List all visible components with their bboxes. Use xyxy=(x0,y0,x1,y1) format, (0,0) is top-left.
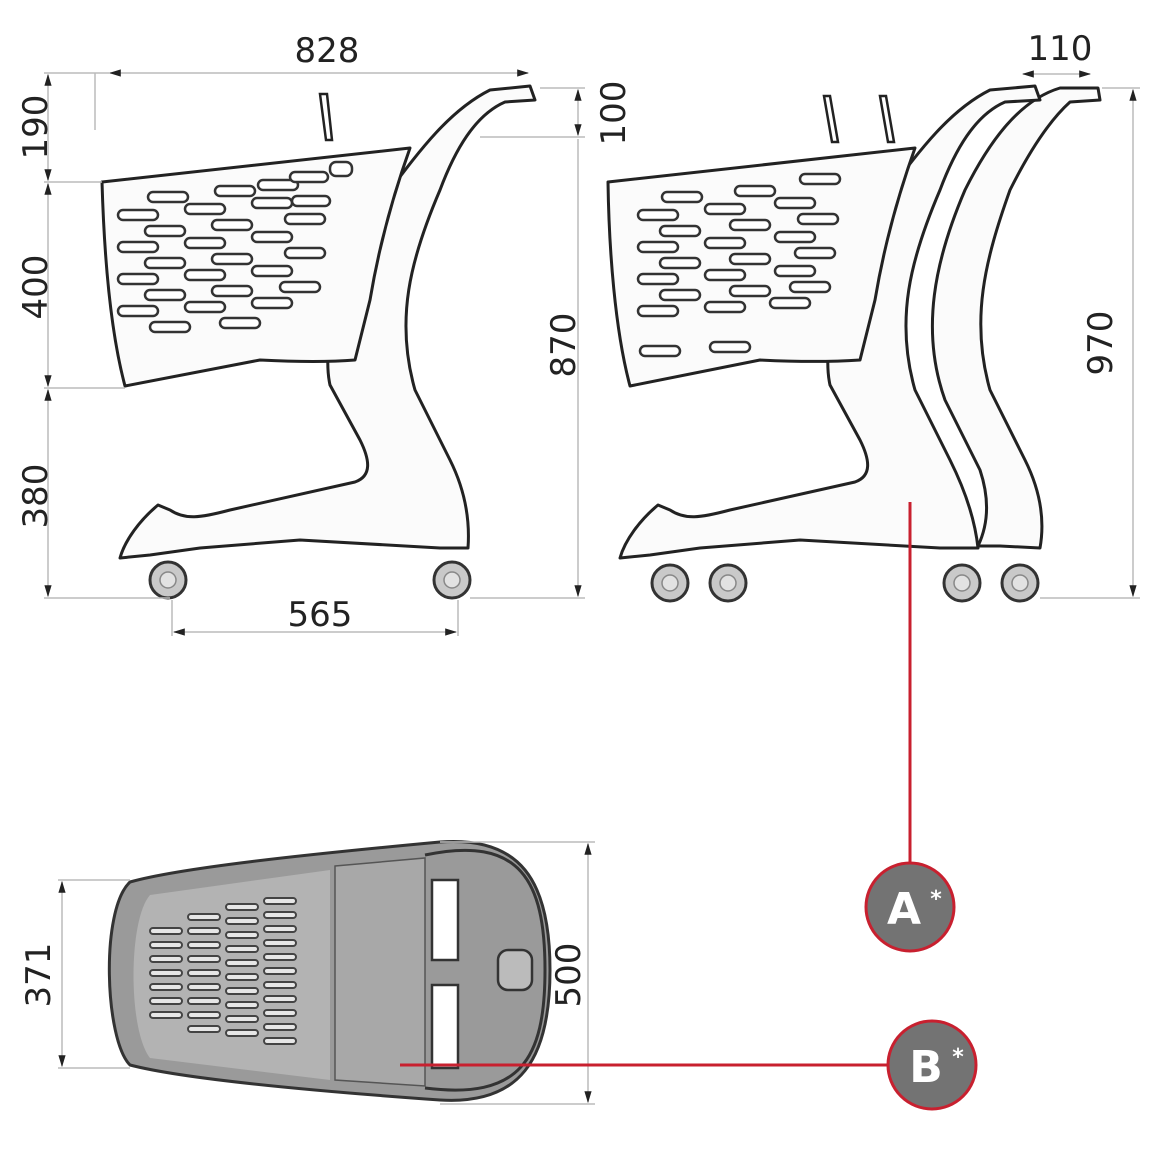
basket-slots xyxy=(116,160,354,334)
basket-slots-nested xyxy=(636,172,842,358)
callout-b-label: B xyxy=(909,1042,943,1093)
top-slots xyxy=(149,897,297,1045)
dim-overall-height: 870 xyxy=(544,313,584,378)
callout-a-label: A xyxy=(887,884,921,935)
wheels xyxy=(148,560,472,600)
callout-a-marker: * xyxy=(930,887,942,912)
callout-a: A * xyxy=(864,502,956,953)
wheels-nested xyxy=(650,563,1040,603)
rear-cart-chassis xyxy=(918,86,1102,550)
dimension-lines xyxy=(44,69,585,636)
callout-a-badge xyxy=(864,861,956,953)
callout-b: B * xyxy=(400,1019,978,1111)
dim-front-width: 371 xyxy=(19,943,59,1008)
dim-nested-height: 970 xyxy=(1081,311,1121,376)
dimension-lines-nested xyxy=(1021,70,1140,599)
basket-nested xyxy=(606,146,917,388)
callout-b-marker: * xyxy=(952,1045,964,1070)
dim-rear-width: 500 xyxy=(549,943,589,1008)
dim-wheelbase: 565 xyxy=(288,595,353,635)
chassis-frame xyxy=(118,84,537,560)
callout-b-badge xyxy=(886,1019,978,1111)
dim-base-clearance: 380 xyxy=(16,464,56,529)
dim-basket-height: 400 xyxy=(16,255,56,320)
dim-top-handle-height: 190 xyxy=(16,95,56,160)
top-view: 371 500 xyxy=(19,839,595,1105)
dim-handle-offset: 100 xyxy=(594,81,634,146)
side-view: 828 190 400 380 565 100 870 xyxy=(16,31,634,636)
chassis-frame-nested xyxy=(618,84,1042,560)
nested-view: 110 970 xyxy=(606,29,1140,603)
dim-overall-length: 828 xyxy=(295,31,360,71)
dimension-lines-top xyxy=(58,841,595,1105)
dim-nesting-offset: 110 xyxy=(1028,29,1093,69)
